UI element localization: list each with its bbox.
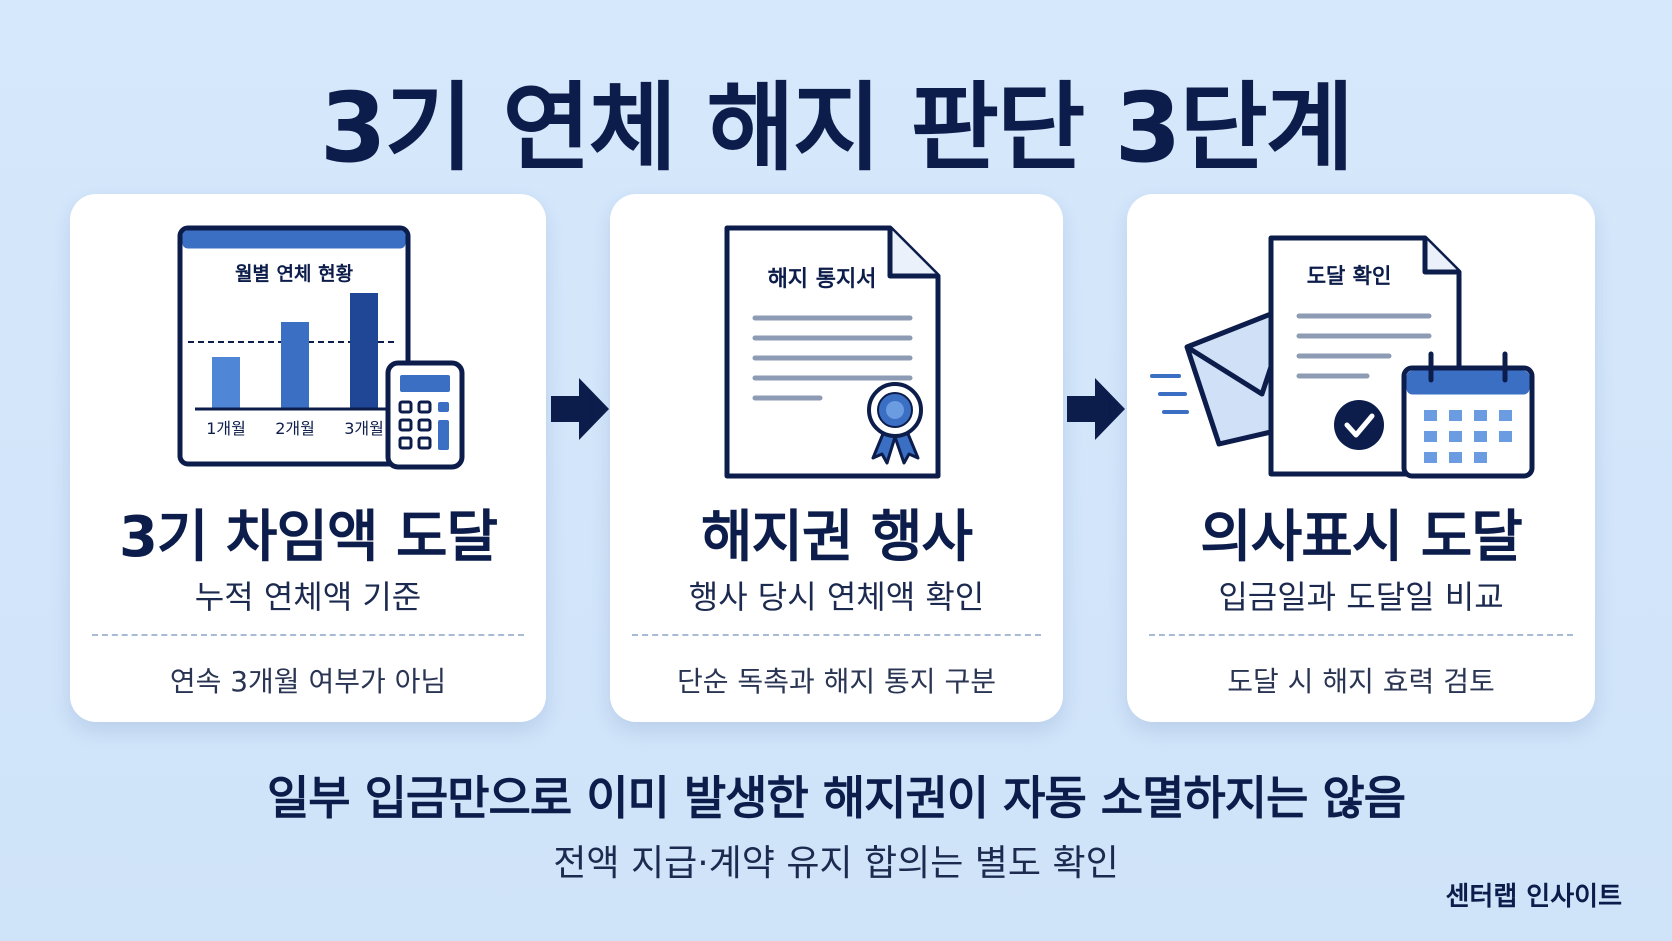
chart-title-label: 월별 연체 현황	[235, 262, 354, 285]
seal-icon	[867, 382, 923, 465]
step-2-subtitle: 행사 당시 연체액 확인	[688, 578, 985, 616]
footer-sub-text: 전액 지급·계약 유지 합의는 별도 확인	[553, 843, 1119, 884]
step-card-1: 월별 연체 현황 1개월 2개월 3개월 3기 차임액 도달 누적 연체액 기준…	[70, 194, 546, 722]
calculator-icon	[385, 360, 465, 470]
month-label-2: 2개월	[275, 419, 315, 438]
delivery-confirmation-illustration: 도달 확인	[1150, 235, 1535, 479]
page-title: 3기 연체 해지 판단 3단계	[319, 72, 1354, 184]
document-title-label: 도달 확인	[1307, 264, 1392, 288]
brand-label: 센터랩 인사이트	[1445, 882, 1623, 912]
step-3-divider	[1149, 634, 1573, 636]
step-1-divider	[92, 634, 524, 636]
step-2-divider	[632, 634, 1041, 636]
step-2-title: 해지권 행사	[700, 505, 973, 570]
step-1-title: 3기 차임액 도달	[118, 505, 498, 570]
termination-notice-illustration: 해지 통지서	[724, 225, 941, 479]
arrow-right-icon	[1067, 378, 1125, 440]
step-1-subtitle: 누적 연체액 기준	[194, 578, 422, 616]
month-label-3: 3개월	[344, 419, 384, 438]
calendar-icon	[1401, 351, 1535, 479]
step-2-note: 단순 독촉과 해지 통지 구분	[677, 665, 996, 698]
bar-chart-calculator-illustration: 월별 연체 현황 1개월 2개월 3개월	[177, 225, 465, 470]
checkmark-icon	[1334, 400, 1384, 450]
step-3-subtitle: 입금일과 도달일 비교	[1218, 578, 1504, 616]
step-card-2: 해지 통지서 해지권 행사 행사 당시 연체액 확인 단순 독촉과 해지 통지 …	[610, 194, 1063, 722]
footer-main-text: 일부 입금만으로 이미 발생한 해지권이 자동 소멸하지는 않음	[266, 771, 1406, 825]
month-label-1: 1개월	[206, 419, 246, 438]
step-3-title: 의사표시 도달	[1200, 505, 1523, 570]
speed-lines-icon	[1150, 374, 1189, 414]
document-title-label: 해지 통지서	[768, 267, 877, 292]
step-card-3: 도달 확인 의사표시 도달 입금일과 도달	[1127, 194, 1595, 722]
arrow-right-icon	[551, 378, 609, 440]
step-3-note: 도달 시 해지 효력 검토	[1227, 665, 1495, 698]
step-1-note: 연속 3개월 여부가 아님	[169, 665, 447, 698]
